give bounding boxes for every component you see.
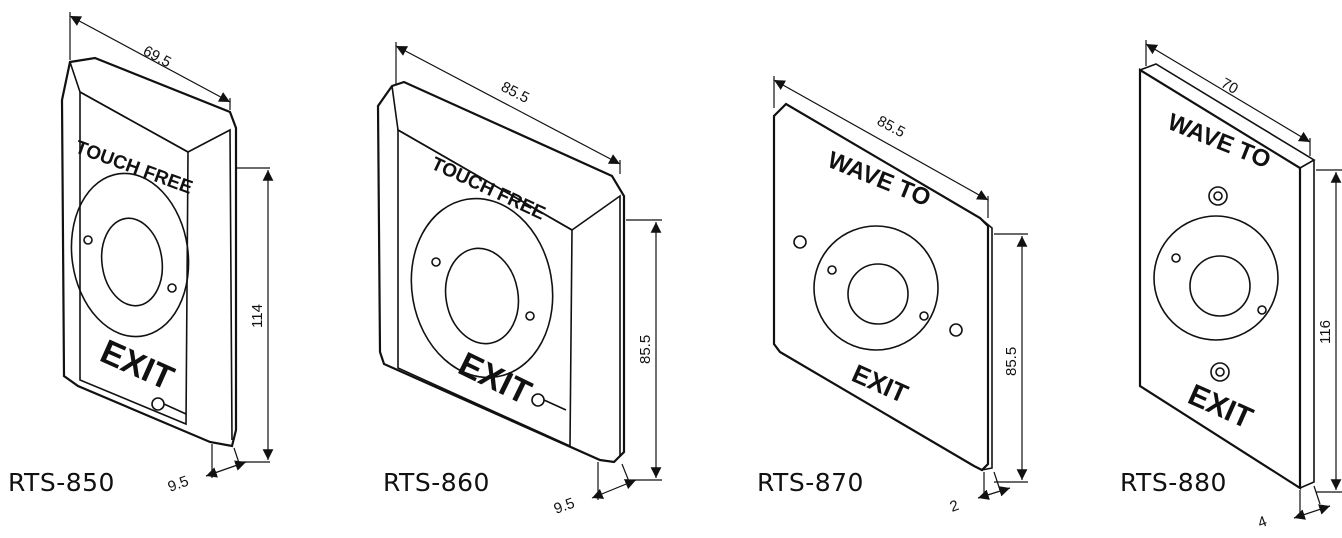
width-dimension: 69.5	[140, 43, 174, 72]
device-rts-880: WAVE TO EXIT 70 116 4	[1138, 40, 1342, 532]
height-dimension: 114	[249, 304, 266, 328]
depth-dimension: 9.5	[552, 495, 577, 518]
height-dimension: 116	[1317, 320, 1334, 344]
key-logo-icon	[531, 393, 567, 411]
device-rts-860: TOUCH FREE EXIT 85.5 85.5 9.5	[376, 42, 662, 518]
width-dimension: 85.5	[874, 113, 908, 142]
depth-dimension: 2	[948, 497, 962, 516]
model-label-rts-860: RTS-860	[383, 468, 490, 497]
width-dimension-line	[69, 15, 231, 103]
height-dimension: 85.5	[1003, 347, 1020, 376]
model-label-rts-850: RTS-850	[8, 468, 115, 497]
device-rts-850: TOUCH FREE EXIT 69.5 114 9.5	[60, 12, 274, 496]
device-body	[772, 102, 990, 472]
width-dimension: 70	[1218, 75, 1241, 98]
model-label-rts-870: RTS-870	[757, 468, 864, 497]
depth-dimension-line	[205, 460, 247, 478]
height-dimension: 85.5	[637, 335, 654, 364]
depth-dimension-line	[977, 486, 1011, 500]
screw-icon	[1208, 186, 1228, 206]
depth-dimension: 4	[1256, 513, 1270, 532]
depth-dimension-line	[591, 479, 637, 499]
width-dimension-line	[1145, 43, 1311, 143]
depth-dimension: 9.5	[166, 473, 191, 496]
device-rts-870: WAVE TO EXIT 85.5 85.5 2	[772, 76, 1028, 516]
key-logo-icon	[151, 397, 187, 415]
depth-dimension-line	[1293, 504, 1331, 520]
width-dimension-line	[773, 79, 989, 201]
model-label-rts-880: RTS-880	[1120, 468, 1227, 497]
width-dimension-line	[395, 45, 621, 165]
screw-icon	[1210, 362, 1230, 382]
